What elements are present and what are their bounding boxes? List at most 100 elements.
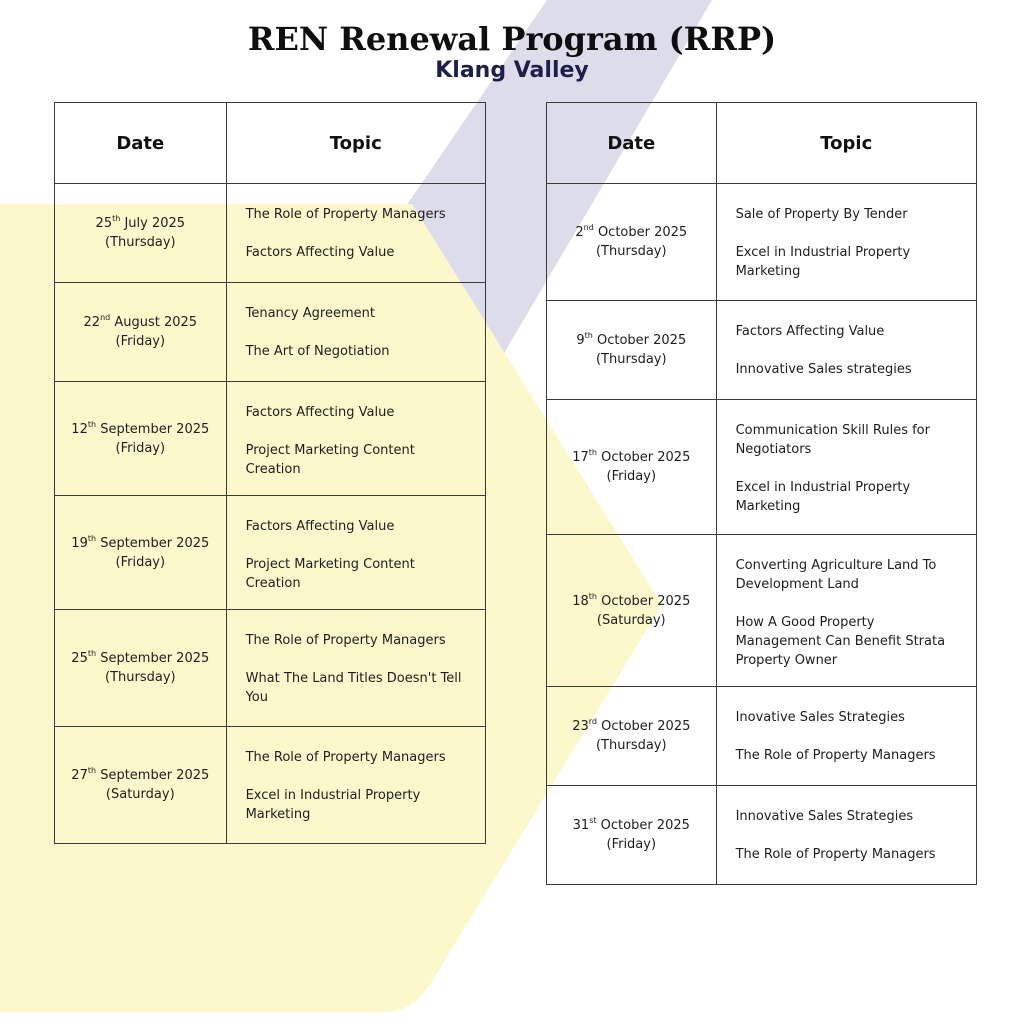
date-weekday: (Friday): [115, 334, 166, 349]
topic-item: Factors Affecting Value: [245, 405, 395, 420]
date-column-header: Date: [546, 102, 717, 184]
table-header-row: Date Topic: [546, 102, 978, 184]
table-row: 12th September 2025(Friday) Factors Affe…: [54, 381, 487, 496]
date-day: 19: [71, 535, 88, 551]
date-suffix: st: [589, 816, 597, 825]
date-day: 18: [572, 593, 589, 609]
date-month-year: August 2025: [110, 315, 198, 330]
page-subtitle: Klang Valley: [435, 58, 589, 83]
date-weekday: (Thursday): [595, 352, 667, 367]
date-weekday: (Thursday): [105, 670, 176, 685]
date-weekday: (Thursday): [595, 244, 667, 259]
topic-item: Sale of Property By Tender: [735, 207, 908, 222]
date-weekday: (Saturday): [105, 787, 175, 802]
date-day: 2: [575, 225, 584, 240]
topic-item: The Role of Property Managers: [245, 633, 446, 648]
topic-cell: Communication Skill Rules for Negotiator…: [715, 399, 978, 535]
date-cell: 27th September 2025 (Saturday): [54, 726, 227, 844]
topic-item: Tenancy Agreement: [245, 306, 375, 321]
topic-item: Inovative Sales Strategies: [735, 710, 905, 725]
table-row: 27th September 2025 (Saturday) The Role o…: [54, 726, 487, 844]
topic-item: The Role of Property Managers: [735, 748, 936, 763]
table-header-row: Date Topic: [54, 102, 487, 184]
date-day: 23: [572, 719, 589, 734]
date-cell: 31st October 2025(Friday): [546, 785, 717, 885]
schedule-table-right: Date Topic 2nd October 2025 (Thursday) Sa…: [546, 102, 978, 885]
topic-item: Factors Affecting Value: [245, 245, 395, 260]
date-suffix: nd: [100, 313, 111, 322]
topic-cell: Converting Agriculture Land To Developme…: [715, 534, 978, 687]
date-suffix: th: [588, 448, 597, 457]
topic-item: Excel in Industrial Property Marketing: [245, 788, 421, 822]
date-weekday: (Saturday): [596, 612, 666, 628]
table-row: 25th September 2025(Thursday) The Role o…: [54, 609, 487, 727]
date-column-header: Date: [54, 102, 227, 184]
date-month-year: July 2025: [120, 216, 186, 231]
date-day: 22: [83, 315, 101, 330]
date-suffix: rd: [588, 717, 597, 726]
date-day: 27: [71, 768, 88, 783]
topic-item: Excel in Industrial Property Marketing: [735, 245, 911, 279]
date-weekday: (Friday): [115, 554, 166, 570]
date-day: 9: [576, 333, 585, 348]
date-cell: 9th October 2025 (Thursday): [546, 300, 717, 400]
topic-item: The Role of Property Managers: [245, 750, 446, 765]
date-month-year: September 2025: [96, 768, 210, 783]
date-month-year: October 2025: [593, 225, 688, 240]
date-cell: 23rd October 2025 (Thursday): [546, 686, 717, 786]
date-suffix: th: [112, 214, 121, 223]
topic-item: How A Good Property Management Can Benef…: [735, 615, 946, 668]
date-suffix: nd: [583, 223, 594, 232]
date-month-year: October 2025: [596, 593, 691, 609]
date-cell: 25th July 2025(Thursday): [54, 183, 227, 283]
topic-item: Innovative Sales strategies: [735, 362, 912, 377]
date-cell: 25th September 2025(Thursday): [54, 609, 227, 727]
date-cell: 18th October 2025 (Saturday): [546, 534, 717, 687]
date-month-year: September 2025: [96, 535, 210, 551]
table-row: 17th October 2025 (Friday) Communication …: [546, 399, 978, 535]
table-row: 19th September 2025 (Friday) Factors Affe…: [54, 495, 487, 610]
topic-item: Project Marketing Content Creation: [245, 557, 415, 591]
topic-item: Factors Affecting Value: [735, 324, 885, 339]
date-month-year: October 2025: [596, 450, 691, 465]
date-weekday: (Thursday): [595, 738, 667, 753]
topic-item: Innovative Sales Strategies: [735, 809, 914, 824]
table-row: 2nd October 2025 (Thursday) Sale of Prope…: [546, 183, 978, 301]
date-cell: 19th September 2025 (Friday): [54, 495, 227, 610]
date-suffix: th: [87, 533, 97, 543]
date-day: 25: [71, 651, 88, 666]
date-suffix: th: [87, 766, 97, 775]
table-row: 18th October 2025 (Saturday) Converting A…: [546, 534, 978, 687]
date-weekday: (Friday): [606, 469, 657, 484]
table-row: 9th October 2025 (Thursday) Factors Affec…: [546, 300, 978, 400]
date-month-year: October 2025: [596, 719, 691, 734]
date-weekday: (Friday): [115, 440, 166, 456]
table-row: 31st October 2025(Friday) Innovative Sal…: [546, 785, 978, 885]
date-suffix: th: [87, 419, 97, 429]
date-month-year: October 2025: [592, 333, 687, 348]
date-day: 25: [95, 216, 113, 231]
page-title: REN Renewal Program (RRP): [247, 20, 777, 58]
topic-item: The Art of Negotiation: [245, 344, 390, 359]
date-suffix: th: [588, 591, 597, 601]
date-weekday: (Friday): [606, 837, 657, 852]
date-day: 12: [71, 421, 88, 437]
date-month-year: October 2025: [596, 818, 690, 833]
schedule-table-left: Date Topic 25th July 2025(Thursday) The …: [54, 102, 487, 844]
date-suffix: th: [584, 331, 593, 340]
table-row: 25th July 2025(Thursday) The Role of Pro…: [54, 183, 487, 283]
topic-column-header: Topic: [715, 102, 978, 184]
topic-item: Project Marketing Content Creation: [245, 443, 415, 477]
date-day: 17: [572, 450, 589, 465]
topic-item: Converting Agriculture Land To Developme…: [735, 558, 937, 592]
date-cell: 17th October 2025 (Friday): [546, 399, 717, 535]
topic-item: Communication Skill Rules for Negotiator…: [735, 423, 930, 457]
